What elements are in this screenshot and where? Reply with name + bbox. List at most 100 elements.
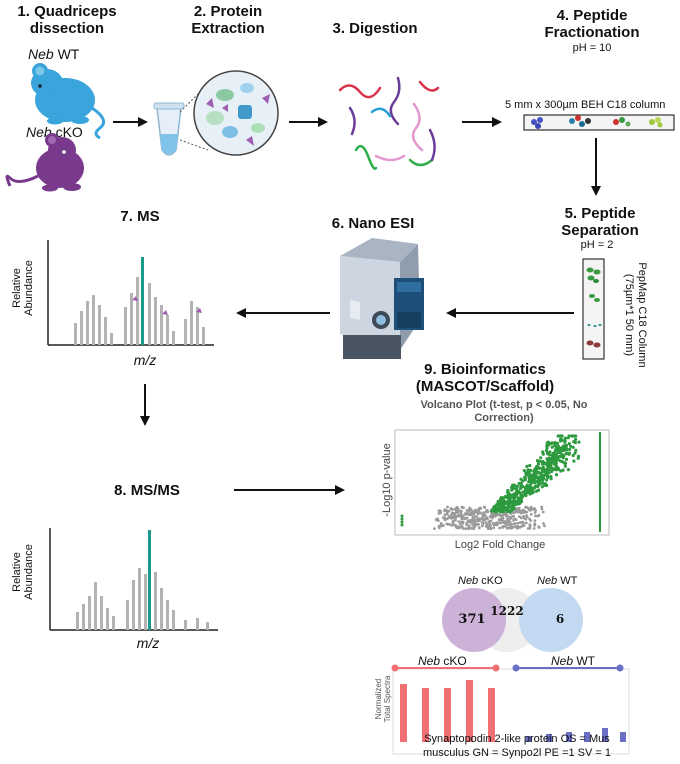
volcano-point-sig <box>561 456 565 460</box>
protein-extract-circle <box>193 70 279 156</box>
volcano-point-sig <box>504 500 508 504</box>
volcano-ylabel: -Log10 p-value <box>381 443 393 517</box>
volcano-point-ns <box>501 525 505 528</box>
spectra-bar-cko <box>488 688 495 742</box>
volcano-point-ns <box>452 523 456 527</box>
volcano-points <box>400 434 581 531</box>
volcano-point-ns <box>501 516 505 520</box>
volcano-point-sig <box>525 483 529 487</box>
volcano-point-sig <box>510 507 514 511</box>
venn-right-count: 6 <box>555 612 565 626</box>
volcano-point-ns <box>451 521 455 525</box>
volcano-point-sig <box>556 434 560 438</box>
volcano-point-sig <box>533 479 537 483</box>
volcano-point-sig <box>556 466 560 470</box>
zoom-line-bottom <box>179 139 209 151</box>
volcano-point-sig <box>498 497 503 501</box>
volcano-point-ns <box>501 513 504 516</box>
volcano-point-ns <box>469 512 473 516</box>
volcano-point-sig <box>534 489 539 493</box>
volcano-point-sig <box>550 445 554 449</box>
volcano-point-ns <box>516 521 519 525</box>
volcano-point-sig <box>506 491 510 495</box>
step3-title: 3. Digestion <box>332 20 418 37</box>
msms-peak <box>126 600 129 630</box>
venn-left-label: Neb cKO <box>458 575 503 587</box>
volcano-point-ns <box>467 513 471 517</box>
ms-marker <box>132 296 138 301</box>
volcano-point-ns <box>481 516 484 520</box>
volcano-point-sig <box>500 509 504 514</box>
ms-peak <box>190 301 193 345</box>
pepmap-column <box>582 258 605 360</box>
msms-peak <box>106 608 109 630</box>
volcano-point-sig <box>549 460 553 464</box>
volcano-point-ns <box>507 523 511 527</box>
volcano-point-sig <box>541 462 546 466</box>
volcano-xlabel: Log2 Fold Change <box>454 539 546 551</box>
ms-ylabel: Relative Abundance <box>11 260 35 316</box>
volcano-point-ns <box>543 524 546 528</box>
volcano-point-ns <box>522 524 526 527</box>
volcano-point-sig <box>526 468 530 472</box>
volcano-point-sig <box>537 479 541 483</box>
volcano-point-ns <box>527 507 531 511</box>
msms-spectrum-peaks <box>76 530 209 630</box>
volcano-point-ns <box>439 523 443 527</box>
beh-c18-column <box>523 114 675 131</box>
volcano-point-ns <box>454 511 458 514</box>
volcano-point-ns <box>508 516 512 520</box>
volcano-point-ns <box>513 522 517 525</box>
spectra-bars <box>400 680 626 742</box>
msms-peak <box>144 574 147 630</box>
volcano-point-sig <box>570 434 574 438</box>
volcano-point-ns <box>508 520 512 524</box>
volcano-point-ns <box>450 524 454 527</box>
step2-title: 2. Protein Extraction <box>191 3 265 37</box>
column1-label: 5 mm x 300µm BEH C18 column <box>505 99 666 111</box>
volcano-point-ns <box>505 517 509 521</box>
msms-xlabel: m/z <box>136 635 160 651</box>
volcano-point-sig <box>522 469 526 473</box>
ms-peak <box>160 305 163 345</box>
volcano-point-sig <box>515 493 519 497</box>
volcano-point-sig <box>549 475 553 479</box>
volcano-point-ns <box>434 518 438 522</box>
volcano-title: Volcano Plot (t-test, p < 0.05, No Corre… <box>420 399 588 424</box>
spectra-right-label: Neb WT <box>551 654 596 668</box>
volcano-point-sig <box>544 470 548 474</box>
volcano-point-ns <box>471 515 475 519</box>
venn-right-label: Neb WT <box>537 575 578 587</box>
volcano-point-sig <box>510 505 514 509</box>
volcano-point-ns <box>514 525 518 528</box>
msms-peak <box>138 568 141 630</box>
volcano-point-sig <box>565 448 569 452</box>
volcano-point-sig <box>514 487 518 491</box>
volcano-point-ns <box>510 515 514 518</box>
volcano-point-sig <box>540 485 544 489</box>
step4-ph: pH = 10 <box>572 42 612 54</box>
volcano-point-ns <box>460 517 464 521</box>
volcano-point-sig <box>557 450 561 454</box>
volcano-point-ns <box>457 520 461 523</box>
volcano-point-sig <box>563 439 567 443</box>
volcano-point-ns <box>463 517 467 521</box>
volcano-point-ns <box>476 508 480 511</box>
wt-mouse-icon <box>31 63 106 140</box>
volcano-point-ns <box>460 505 464 509</box>
volcano-point-ns <box>446 505 449 509</box>
volcano-point-sig <box>536 462 541 466</box>
ms-peak <box>110 333 113 345</box>
volcano-point-sig <box>506 505 510 509</box>
volcano-point-sig <box>566 468 571 472</box>
volcano-point-ns <box>498 526 501 530</box>
volcano-point-ns <box>477 517 481 520</box>
volcano-point-sig <box>520 499 524 504</box>
volcano-point-sig <box>573 451 577 455</box>
volcano-point-sig <box>528 483 532 488</box>
volcano-point-ns <box>525 515 529 519</box>
volcano-point-ns <box>449 516 453 520</box>
volcano-point-ns <box>457 513 460 517</box>
ms-main-peak <box>141 257 144 345</box>
